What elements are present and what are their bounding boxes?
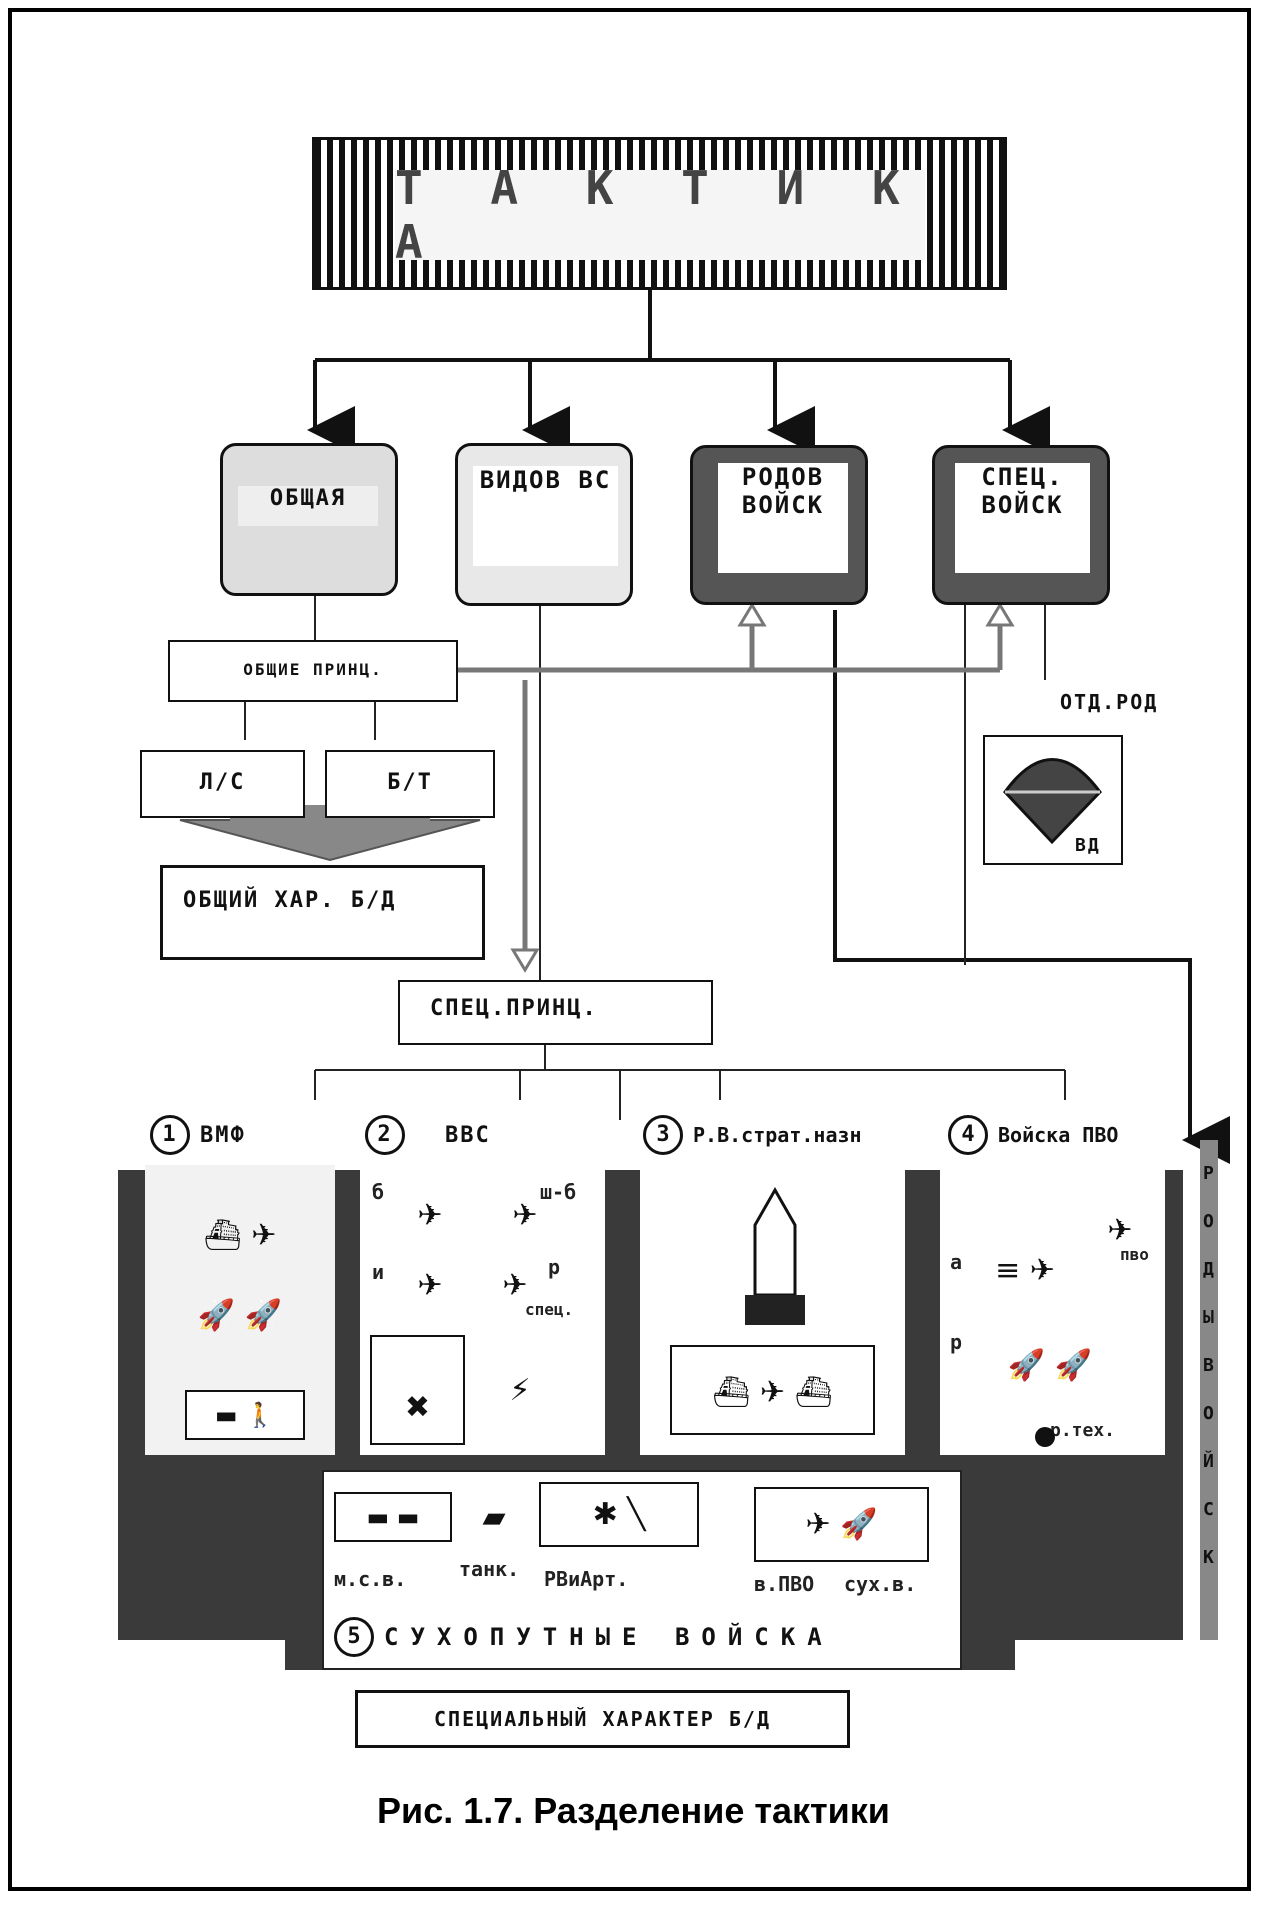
radio-mark: р bbox=[950, 1330, 963, 1354]
panel-airforce: б ш-б и р спец. ✈ ✈ ✈ ✈ ✖ ⚡ bbox=[360, 1165, 605, 1455]
fighter-mark: и bbox=[372, 1260, 385, 1284]
airborne-label: ВД bbox=[1075, 835, 1101, 856]
interceptor-icon: ✈ bbox=[1107, 1212, 1133, 1248]
category-general-label: ОБЩАЯ bbox=[238, 486, 378, 526]
general-principles-box: ОБЩИЕ ПРИНЦ. bbox=[168, 640, 458, 702]
personnel-label: Л/С bbox=[199, 770, 246, 795]
pvo-mark: пво bbox=[1120, 1245, 1149, 1264]
ground-unit-label: м.с.в. bbox=[334, 1567, 407, 1591]
marine-infantry-box: ▬ 🚶 bbox=[185, 1390, 305, 1440]
branch-label: Войска ПВО bbox=[998, 1123, 1119, 1147]
special-principles-label: СПЕЦ.ПРИНЦ. bbox=[430, 996, 598, 1021]
attack-bomber-mark: ш-б bbox=[540, 1180, 577, 1204]
parachute-icon bbox=[1003, 758, 1102, 845]
ground-forces-title: СУХОПУТНЫЕ ВОЙСКА bbox=[384, 1623, 834, 1651]
branch-number: 3 bbox=[643, 1115, 683, 1155]
side-label: РОДЫ ВОЙСК bbox=[1203, 1163, 1216, 1568]
missile-icon bbox=[745, 1186, 805, 1325]
category-services: ВИДОВ ВС bbox=[455, 443, 633, 606]
general-principles-label: ОБЩИЕ ПРИНЦ. bbox=[243, 660, 383, 679]
special-character-label: СПЕЦИАЛЬНЫЙ ХАРАКТЕР Б/Д bbox=[434, 1707, 771, 1731]
lightning-icon: ⚡ bbox=[509, 1372, 531, 1408]
branch-number: 1 bbox=[150, 1115, 190, 1155]
category-services-label: ВИДОВ ВС bbox=[473, 466, 618, 566]
naval-strategic-box: ⛴ ✈ ⛴ bbox=[670, 1345, 875, 1435]
figure-caption: Рис. 1.7. Разделение тактики bbox=[377, 1790, 890, 1831]
branch-airdefense-heading: 4 Войска ПВО bbox=[948, 1115, 1118, 1155]
motor-rifle-icon-box: ▬ ▬ bbox=[334, 1492, 452, 1542]
recon-mark: р bbox=[548, 1255, 561, 1279]
radio-tech-mark: р.тех. bbox=[1050, 1420, 1116, 1441]
ground-unit-label: танк. bbox=[459, 1557, 520, 1581]
ground-unit-label: РВиАрт. bbox=[544, 1567, 629, 1591]
ship-aircraft-icon: ⛴ ✈ bbox=[203, 1217, 277, 1253]
bomber-mark: б bbox=[372, 1180, 385, 1204]
branch-number: 4 bbox=[948, 1115, 988, 1155]
recon-aircraft-icon: ✈ bbox=[502, 1267, 528, 1303]
general-character-box: ОБЩИЙ ХАР. Б/Д bbox=[160, 865, 485, 960]
ground-number: 5 bbox=[334, 1617, 374, 1657]
panel-airdefense: а р пво р.тех. ≡ ✈ ✈ 🚀 🚀 bbox=[940, 1165, 1165, 1455]
aa-artillery-mark: а bbox=[950, 1250, 963, 1274]
general-character-label: ОБЩИЙ ХАР. Б/Д bbox=[183, 888, 397, 913]
tactics-title: Т А К Т И К А bbox=[395, 161, 920, 269]
branch-strategic-heading: 3 Р.В.страт.назн bbox=[643, 1115, 862, 1155]
tank-icon: ▰ bbox=[482, 1499, 506, 1535]
category-special-label: СПЕЦ. ВОЙСК bbox=[955, 463, 1090, 573]
airborne-box: ВД bbox=[983, 735, 1123, 865]
crossed-out-icon: ✖ bbox=[404, 1389, 431, 1425]
ground-unit-label: сух.в. bbox=[844, 1572, 917, 1596]
bomber-icon: ✈ bbox=[417, 1197, 443, 1233]
artillery-icon: ✱ ╲ bbox=[592, 1497, 646, 1532]
branch-number: 2 bbox=[365, 1115, 405, 1155]
sam-launcher-icon: 🚀 🚀 bbox=[1007, 1347, 1093, 1383]
special-character-box: СПЕЦИАЛЬНЫЙ ХАРАКТЕР Б/Д bbox=[355, 1690, 850, 1748]
tactics-title-box: Т А К Т И К А bbox=[312, 137, 1007, 290]
submarine-ship-icon: ⛴ ✈ ⛴ bbox=[712, 1374, 833, 1410]
ground-forces-box: ▬ ▬ ▰ ✱ ╲ ✈ 🚀 м.с.в. танк. РВиАрт. в.ПВО… bbox=[322, 1470, 962, 1670]
panel-strategic: ⛴ ✈ ⛴ bbox=[640, 1165, 905, 1455]
ground-air-defense-box: ✈ 🚀 bbox=[754, 1487, 929, 1562]
side-label-bar bbox=[1200, 1140, 1218, 1640]
radar-dot-icon bbox=[1035, 1427, 1055, 1447]
branch-airforce-heading: 2 ВВС bbox=[365, 1115, 491, 1155]
fighter-icon: ✈ bbox=[417, 1267, 443, 1303]
separate-arm-label: ОТД.РОД bbox=[1060, 690, 1159, 714]
branch-label: ВВС bbox=[445, 1122, 491, 1148]
equipment-label: Б/Т bbox=[387, 770, 433, 795]
panel-navy: ⛴ ✈ 🚀 🚀 ▬ 🚶 bbox=[145, 1165, 335, 1455]
apc-icon: ▬ ▬ bbox=[366, 1503, 420, 1531]
branch-label: ВМФ bbox=[200, 1122, 246, 1148]
armored-vehicle-icon: ▬ 🚶 bbox=[214, 1401, 276, 1429]
category-special: СПЕЦ. ВОЙСК bbox=[932, 445, 1110, 605]
attack-aircraft-icon: ✈ bbox=[512, 1197, 538, 1233]
branch-label: Р.В.страт.назн bbox=[693, 1123, 862, 1147]
ground-forces-heading: 5 СУХОПУТНЫЕ ВОЙСКА bbox=[334, 1617, 834, 1657]
special-principles-box: СПЕЦ.ПРИНЦ. bbox=[398, 980, 713, 1045]
air-defense-target-box: ✖ bbox=[370, 1335, 465, 1445]
equipment-box: Б/Т bbox=[325, 750, 495, 818]
category-arms-label: РОДОВ ВОЙСК bbox=[718, 463, 848, 573]
special-mark: спец. bbox=[525, 1300, 574, 1319]
missile-launcher-icon: 🚀 🚀 bbox=[197, 1297, 283, 1333]
personnel-box: Л/С bbox=[140, 750, 305, 818]
branch-navy-heading: 1 ВМФ bbox=[150, 1115, 246, 1155]
category-arms: РОДОВ ВОЙСК bbox=[690, 445, 868, 605]
category-general: ОБЩАЯ bbox=[220, 443, 398, 596]
artillery-icon-box: ✱ ╲ bbox=[539, 1482, 699, 1547]
ground-unit-label: в.ПВО bbox=[754, 1572, 815, 1596]
aa-gun-icon: ≡ ✈ bbox=[995, 1252, 1055, 1288]
mobile-sam-icon: ✈ 🚀 bbox=[805, 1507, 878, 1542]
